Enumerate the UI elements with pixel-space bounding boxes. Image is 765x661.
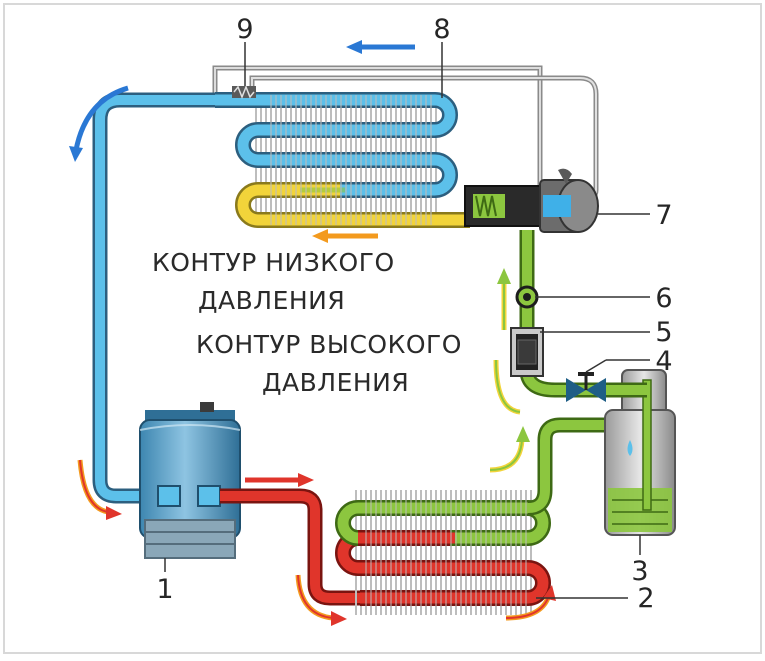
callout-2: 2 xyxy=(637,583,654,614)
compressor xyxy=(139,402,241,559)
sensing-bulb xyxy=(232,84,256,100)
suction-line xyxy=(92,92,215,504)
callout-3: 3 xyxy=(631,556,648,587)
callout-5: 5 xyxy=(655,317,672,348)
service-valve xyxy=(566,372,606,402)
callout-6: 6 xyxy=(655,283,672,314)
callout-8: 8 xyxy=(433,14,450,45)
callout-7: 7 xyxy=(655,200,672,231)
callout-numbers: 1 2 3 4 5 6 7 8 9 xyxy=(156,14,672,614)
high-pressure-label-line1: КОНТУР ВЫСОКОГО xyxy=(196,330,462,359)
thermostatic-expansion-valve xyxy=(464,168,599,233)
evaporator xyxy=(215,92,470,228)
low-pressure-label-line2: ДАВЛЕНИЯ xyxy=(198,286,345,315)
condenser xyxy=(335,490,551,615)
low-pressure-label-line1: КОНТУР НИЗКОГО xyxy=(152,248,395,277)
frame-border xyxy=(3,3,762,654)
liquid-line-to-expansion-valve xyxy=(519,230,647,398)
sight-glass xyxy=(515,285,539,309)
callout-4: 4 xyxy=(655,346,672,377)
liquid-line-to-receiver xyxy=(527,417,638,516)
callout-1: 1 xyxy=(156,574,173,605)
leader-lines xyxy=(164,42,650,599)
discharge-line xyxy=(220,488,360,606)
flow-arrows xyxy=(69,40,556,626)
circuit-labels: КОНТУР НИЗКОГО ДАВЛЕНИЯ КОНТУР ВЫСОКОГО … xyxy=(152,248,462,397)
filter-drier xyxy=(510,327,544,377)
high-pressure-label-line2: ДАВЛЕНИЯ xyxy=(262,368,409,397)
callout-9: 9 xyxy=(236,14,253,45)
